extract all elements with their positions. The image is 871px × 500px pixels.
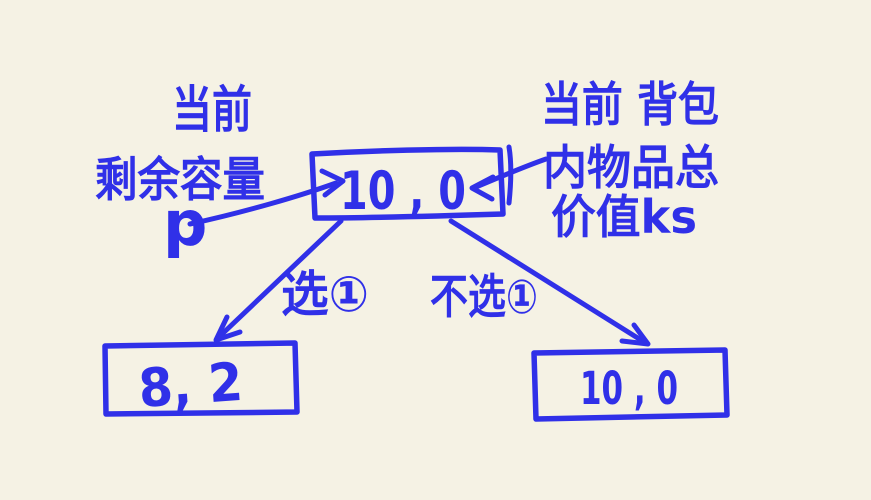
left-child-node-value: 8, 2 [137, 352, 245, 420]
left-edge-label: 选① [281, 266, 369, 323]
right-child-node-value: 10 , 0 [580, 362, 678, 415]
right-annotation-line1: 当前 背包 [541, 78, 719, 133]
left-tree-edge-line [216, 218, 344, 340]
right-tree-edge-arrowhead-icon [619, 322, 651, 347]
root-node-value: 10 , 0 [340, 161, 466, 222]
right-annotation-line2: 内物品总 [543, 141, 719, 196]
left-annotation-line1: 当前 [172, 81, 252, 139]
left-child-node-box [102, 340, 300, 417]
left-annotation-line2: 剩余容量 [95, 153, 265, 208]
left-annotation-arrow-line [187, 180, 339, 227]
right-edge-label: 不选① [430, 270, 538, 325]
left-annotation-arrowhead-icon [319, 168, 346, 198]
root-node-box [309, 146, 506, 221]
right-annotation-line3: 价值ks [551, 190, 697, 244]
right-tree-edge-line [448, 218, 647, 345]
left-annotation-symbol: p [163, 187, 207, 260]
right-annotation-arrowhead-icon [469, 174, 496, 202]
right-child-node-box [531, 347, 730, 422]
left-tree-edge-arrowhead-icon [213, 314, 243, 343]
